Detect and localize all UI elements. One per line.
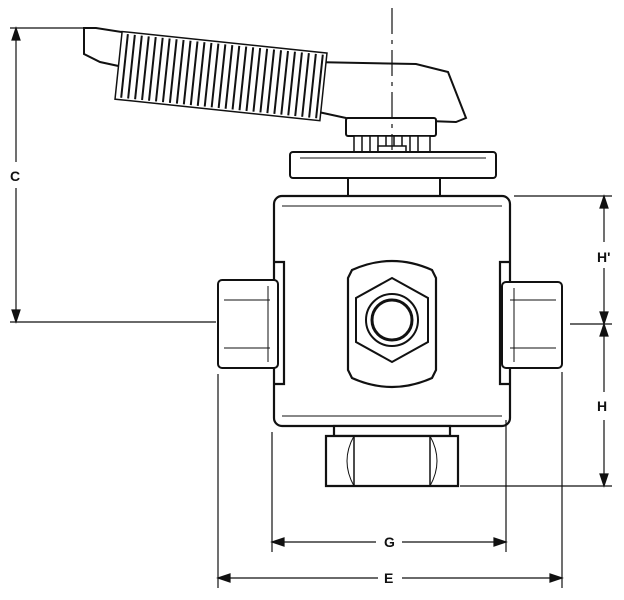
handle-hub xyxy=(345,117,437,137)
dimension-g-label: G xyxy=(384,534,395,550)
dimension-h-lines xyxy=(460,194,612,488)
center-port xyxy=(346,259,438,389)
handle-grip-lines xyxy=(120,34,324,119)
bottom-hex-port xyxy=(324,424,460,488)
dimension-c-label: C xyxy=(10,168,20,184)
dimension-h-bottom-label: H xyxy=(597,398,607,414)
dimension-g-lines xyxy=(270,420,508,552)
valve-handle xyxy=(83,27,468,137)
valve-bonnet xyxy=(289,151,497,197)
dimension-c xyxy=(10,26,216,324)
left-side-port xyxy=(217,279,279,369)
right-side-port xyxy=(501,281,563,369)
dimension-h-top-label: H' xyxy=(597,249,610,265)
dimension-e-label: E xyxy=(384,570,393,586)
dimension-e-lines xyxy=(216,372,564,588)
